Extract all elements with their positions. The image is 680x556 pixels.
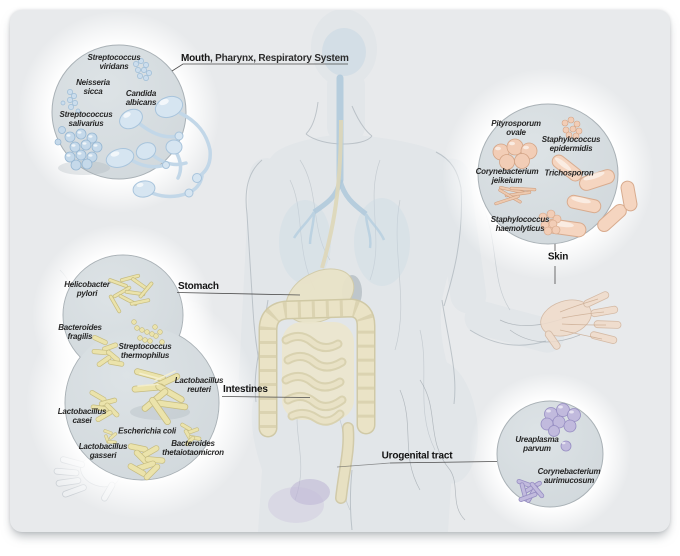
label-bacteroides-fragilis: Bacteroides fragilis (58, 323, 102, 341)
figure-silhouette (238, 10, 565, 532)
labels-layer: Mouth, Pharynx, Respiratory System Stoma… (10, 10, 670, 532)
label-trichosporon: Trichosporon (544, 168, 594, 178)
label-corynebacterium-aurimucosum: Corynebacterium aurimucosum (537, 467, 601, 485)
label-candida-albicans: Candida albicans (125, 89, 157, 107)
label-mouth-bold: Mouth (181, 53, 210, 64)
respiratory-microbes (54, 58, 212, 199)
label-urogenital-tract: Urogenital tract (381, 450, 453, 462)
staphylococcus-haemolyticus-cluster (538, 209, 562, 236)
label-staphylococcus-epidermidis: Staphylococcus epidermidis (541, 135, 601, 153)
label-corynebacterium-jeikeium: Corynebacterium jeikeium (475, 167, 539, 185)
intestines-leader-line (221, 396, 311, 398)
label-neisseria-sicca: Neisseria sicca (76, 78, 110, 96)
label-escherichia-coli: Escherichia coli (118, 426, 176, 436)
corynebacterium-jeikeium-cluster (494, 185, 537, 206)
lactobacillus-reuteri-cluster (131, 368, 189, 426)
corynebacterium-aurimucosum-cluster (516, 479, 545, 503)
label-streptococcus-viridans: Streptococcus viridans (87, 53, 141, 71)
bacteroides-fragilis-cluster (91, 334, 125, 367)
right-hand-lines (559, 298, 607, 340)
label-ureaplasma-parvum: Ureaplasma parvum (515, 435, 559, 453)
digestive-organs (258, 268, 376, 523)
human-figure (53, 10, 622, 532)
urogenital-leader-left (336, 462, 391, 468)
pityrosporum-ovale-cluster (492, 138, 538, 170)
helicobacter-pylori-cluster (108, 273, 154, 314)
label-bacteroides-thetaiotaomicron: Bacteroides thetaiotaomicron (162, 439, 224, 457)
neisseria-sicca-cluster (60, 89, 81, 114)
streptococcus-viridans-cluster (133, 58, 152, 81)
bacteroides-thetaiotaomicron-cluster (180, 422, 202, 447)
gut-microbes (89, 273, 202, 481)
urogenital-leader-line (389, 461, 498, 464)
ureaplasma-parvum-cluster (540, 403, 581, 452)
label-skin: Skin (547, 251, 569, 263)
lactobacillus-casei-cluster (89, 390, 120, 423)
label-intestines: Intestines (223, 384, 268, 395)
esophagus (320, 119, 343, 269)
lactobacillus-gasseri-cluster (103, 429, 118, 444)
urogenital-circle (496, 400, 604, 508)
candida-albicans-cluster (105, 95, 212, 199)
illustration-canvas: Mouth, Pharynx, Respiratory System Stoma… (10, 10, 670, 532)
vessel-dark-lines (399, 317, 581, 521)
label-streptococcus-thermophilus: Streptococcus thermophilus (118, 342, 172, 360)
label-lactobacillus-gasseri: Lactobacillus gasseri (78, 442, 128, 460)
staphylococcus-epidermidis-cluster (561, 116, 583, 140)
label-helicobacter-pylori: Helicobacter pylori (64, 280, 110, 298)
label-mouth-pharynx-respiratory: Mouth, Pharynx, Respiratory System (181, 53, 349, 64)
label-streptococcus-salivarius: Streptococcus salivarius (59, 110, 113, 128)
label-lactobacillus-casei: Lactobacillus casei (57, 407, 107, 425)
respiratory-leader-line (171, 63, 348, 72)
label-pityrosporum-ovale: Pityrosporum ovale (491, 119, 541, 137)
label-staphylococcus-haemolyticus: Staphylococcus haemolyticus (490, 215, 550, 233)
streptococcus-salivarius-cluster (54, 126, 103, 171)
urogenital-microbes (516, 403, 581, 503)
streptococcus-thermophilus-cluster (131, 319, 165, 345)
label-lactobacillus-reuteri: Lactobacillus reuteri (174, 376, 224, 394)
scene (18, 10, 654, 532)
stomach-leader-line (176, 292, 301, 296)
label-stomach: Stomach (178, 281, 219, 292)
bladder-organ (290, 479, 330, 505)
leader-lines (171, 63, 556, 468)
label-respiratory-rest: , Pharynx, Respiratory System (210, 53, 349, 64)
trichosporon-cluster (545, 154, 638, 238)
escherichia-coli-cluster (127, 443, 166, 481)
skin-microbes (492, 116, 638, 238)
